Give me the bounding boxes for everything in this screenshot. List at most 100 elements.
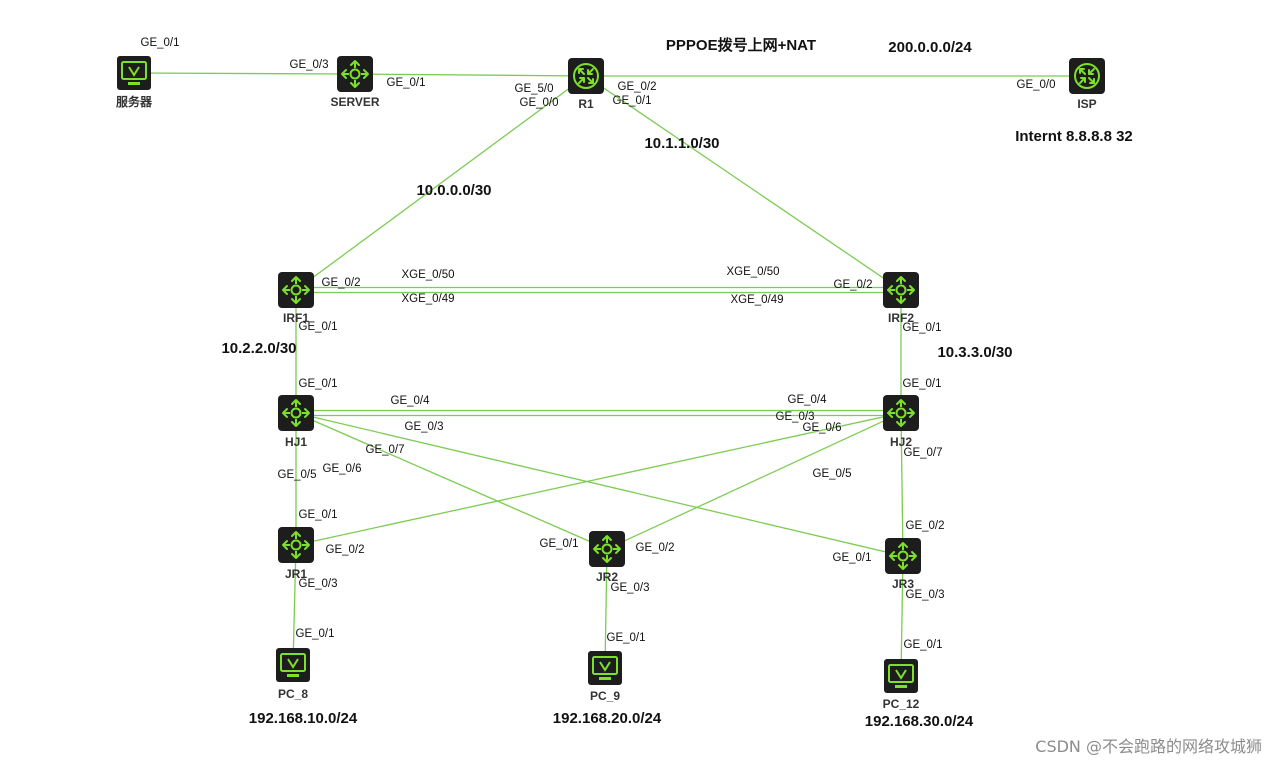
port-label-server-sw-ge01: GE_0/1: [387, 77, 426, 89]
device-jr1[interactable]: JR1: [278, 527, 314, 581]
link-server-sw-r1: [354, 73, 587, 77]
switch-icon: [883, 395, 919, 431]
device-label-jr2: JR2: [596, 570, 618, 584]
link-r1-irf1: [295, 75, 587, 291]
network-label-vlan10-net: 192.168.10.0/24: [249, 710, 358, 727]
monitor-icon: [588, 651, 622, 685]
port-label-hj1-ge07: GE_0/7: [366, 444, 405, 456]
device-label-server-sw: SERVER: [330, 95, 379, 109]
device-pc9[interactable]: PC_9: [588, 651, 622, 703]
device-label-pc9: PC_9: [590, 689, 620, 703]
port-label-hj2-ge04: GE_0/4: [788, 394, 828, 406]
link-jr2-pc9: [604, 548, 608, 669]
network-label-irf2-hj2-net: 10.3.3.0/30: [937, 344, 1012, 361]
device-hj2[interactable]: HJ2: [883, 395, 919, 449]
link-jr1-pc8: [292, 544, 297, 666]
port-label-hj2-ge06: GE_0/6: [803, 422, 842, 434]
switch-icon: [885, 538, 921, 574]
device-label-jr1: JR1: [285, 567, 307, 581]
switch-icon: [337, 56, 373, 92]
link-server-pc-server-sw: [133, 72, 356, 75]
device-irf1[interactable]: IRF1: [278, 272, 314, 325]
port-label-irf2-xge049: XGE_0/49: [730, 294, 783, 306]
monitor-icon: [117, 56, 151, 90]
port-label-irf1-xge050: XGE_0/50: [401, 269, 454, 281]
port-label-server-sw-ge03: GE_0/3: [290, 59, 329, 71]
port-label-jr1-ge03: GE_0/3: [299, 578, 338, 590]
port-label-pc8-ge01: GE_0/1: [296, 628, 335, 640]
port-label-pc12-ge01: GE_0/1: [904, 639, 943, 651]
network-label-r1-irf2-net: 10.1.1.0/30: [644, 135, 719, 152]
device-label-server-pc: 服务器: [116, 94, 153, 109]
switch-icon: [589, 531, 625, 567]
network-label-irf1-hj1-net: 10.2.2.0/30: [221, 340, 296, 357]
port-label-jr3-ge03: GE_0/3: [906, 589, 945, 601]
monitor-icon: [884, 659, 918, 693]
link-hj1-jr3: [295, 412, 904, 557]
network-label-vlan20-net: 192.168.20.0/24: [553, 710, 662, 727]
port-label-jr3-ge01: GE_0/1: [833, 552, 872, 564]
switch-icon: [278, 527, 314, 563]
device-label-hj2: HJ2: [890, 435, 912, 449]
switch-icon: [883, 272, 919, 308]
links-layer: [133, 72, 1087, 677]
device-r1[interactable]: R1: [568, 58, 604, 111]
port-label-irf2-ge02: GE_0/2: [834, 279, 873, 291]
device-hj1[interactable]: HJ1: [278, 395, 314, 449]
link-hj1-jr2: [295, 412, 608, 550]
network-label-r1-irf1-net: 10.0.0.0/30: [416, 182, 491, 199]
link-jr3-pc12: [900, 555, 904, 677]
device-irf2[interactable]: IRF2: [883, 272, 919, 325]
port-label-jr2-ge03: GE_0/3: [611, 582, 650, 594]
device-label-isp: ISP: [1077, 97, 1096, 111]
port-label-irf1-ge02: GE_0/2: [322, 277, 361, 289]
port-label-irf1-ge01: GE_0/1: [299, 321, 338, 333]
port-label-r1-ge02: GE_0/2: [618, 81, 657, 93]
link-r1-irf2: [585, 75, 902, 291]
link-hj2-jr3: [900, 412, 904, 557]
port-label-r1-ge00: GE_0/0: [520, 97, 559, 109]
device-jr2[interactable]: JR2: [589, 531, 625, 584]
monitor-icon: [276, 648, 310, 682]
network-label-vlan30-net: 192.168.30.0/24: [865, 713, 974, 730]
router-icon: [568, 58, 604, 94]
device-label-jr3: JR3: [892, 577, 914, 591]
device-pc12[interactable]: PC_12: [883, 659, 920, 711]
port-label-hj1-ge03: GE_0/3: [405, 421, 444, 433]
port-label-server-pc-ge01: GE_0/1: [141, 37, 180, 49]
port-label-irf1-xge049: XGE_0/49: [401, 293, 454, 305]
device-label-pc12: PC_12: [883, 697, 920, 711]
port-label-hj2-ge01: GE_0/1: [903, 378, 942, 390]
device-server-pc[interactable]: 服务器: [116, 56, 153, 109]
network-label-wan: 200.0.0.0/24: [888, 39, 972, 56]
device-pc8[interactable]: PC_8: [276, 648, 310, 701]
device-server-sw[interactable]: SERVER: [330, 56, 380, 109]
port-label-hj2-ge03: GE_0/3: [776, 411, 815, 423]
device-label-pc8: PC_8: [278, 687, 308, 701]
switch-icon: [278, 395, 314, 431]
port-label-jr3-ge02: GE_0/2: [906, 520, 945, 532]
port-label-jr1-ge02: GE_0/2: [326, 544, 365, 556]
switch-icon: [278, 272, 314, 308]
link-hj2-jr1: [295, 412, 902, 546]
device-label-irf2: IRF2: [888, 311, 914, 325]
port-label-r1-ge50: GE_5/0: [515, 83, 554, 95]
port-label-pc9-ge01: GE_0/1: [607, 632, 646, 644]
port-label-irf2-xge050: XGE_0/50: [726, 266, 779, 278]
port-label-hj2-ge07: GE_0/7: [904, 447, 943, 459]
port-label-hj1-ge04: GE_0/4: [391, 395, 431, 407]
link-hj2-jr2: [606, 412, 902, 550]
port-label-r1-ge01: GE_0/1: [613, 95, 652, 107]
port-label-jr2-ge01: GE_0/1: [540, 538, 579, 550]
device-jr3[interactable]: JR3: [885, 538, 921, 591]
device-isp[interactable]: ISP: [1069, 58, 1105, 111]
port-label-isp-ge00: GE_0/0: [1017, 79, 1056, 91]
watermark-text: CSDN @不会跑路的网络攻城狮: [1035, 737, 1262, 756]
port-label-hj1-ge01: GE_0/1: [299, 378, 338, 390]
device-label-irf1: IRF1: [283, 311, 309, 325]
port-label-hj1-ge05: GE_0/5: [278, 469, 317, 481]
device-label-r1: R1: [578, 97, 594, 111]
